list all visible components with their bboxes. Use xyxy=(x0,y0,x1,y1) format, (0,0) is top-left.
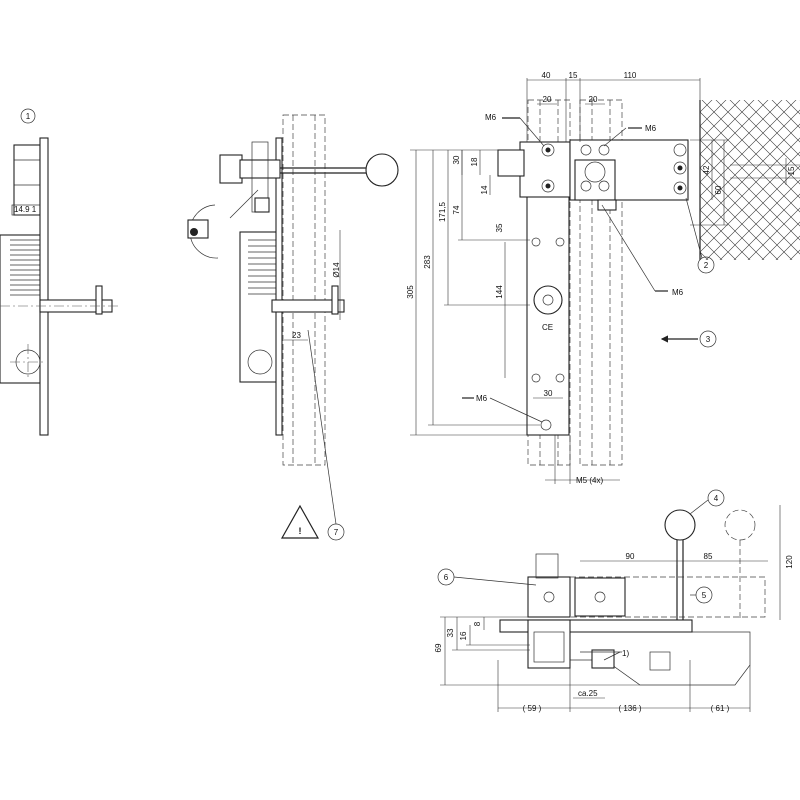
dim-90: 90 xyxy=(626,552,635,561)
dim-23: 23 xyxy=(292,331,301,340)
dim-30: 30 xyxy=(452,155,461,164)
dim-18: 18 xyxy=(470,157,479,166)
svg-text:CE: CE xyxy=(542,323,553,332)
dim-60: 60 xyxy=(714,185,723,194)
note-1: 1) xyxy=(622,649,629,658)
m6-label-b: M6 xyxy=(645,124,657,133)
callout-1-circle xyxy=(20,108,36,124)
dim-d14: Ø14 xyxy=(332,262,341,278)
dim-30b: 30 xyxy=(544,389,553,398)
view-4-top: 90 85 120 69 33 16 8 1) ca.25 ( 59 ) ( 1… xyxy=(434,489,794,713)
dim-16: 16 xyxy=(459,631,468,640)
view-2-side: Ø14 23 7 ! xyxy=(187,114,399,541)
dim-42: 42 xyxy=(702,165,711,174)
m6-label-c: M6 xyxy=(672,288,684,297)
m5-label: M5 (4x) xyxy=(576,476,603,485)
dim-74: 74 xyxy=(452,205,461,214)
m6-label-a: M6 xyxy=(485,113,497,122)
callout-5-circle xyxy=(695,586,713,604)
dim-136: ( 136 ) xyxy=(618,704,641,713)
dim-ca25: ca.25 xyxy=(578,689,598,698)
dim-15r: 15 xyxy=(787,166,796,175)
dim-305: 305 xyxy=(406,285,415,299)
dim-33: 33 xyxy=(446,628,455,637)
callout-4-label: 4 xyxy=(714,494,719,503)
warning-symbol: ! xyxy=(299,526,302,536)
dim-20b: 20 xyxy=(589,95,598,104)
dim-15: 15 xyxy=(569,71,578,80)
dim-110: 110 xyxy=(624,71,637,80)
dim-120: 120 xyxy=(785,555,794,569)
dim-40: 40 xyxy=(542,71,551,80)
dim-85: 85 xyxy=(704,552,713,561)
callout-6-circle xyxy=(437,568,455,586)
callout-2-circle xyxy=(697,256,715,274)
dim-144: 144 xyxy=(495,285,504,299)
callout-1-label: 1 xyxy=(26,112,31,121)
dim-14: 14 xyxy=(480,185,489,194)
dim-61: ( 61 ) xyxy=(711,704,730,713)
dim-171-5: 171,5 xyxy=(438,201,447,222)
callout-2-label: 2 xyxy=(704,261,709,270)
callout-3-label: 3 xyxy=(706,335,711,344)
callout-5-label: 5 xyxy=(702,591,707,600)
callout-7-label: 7 xyxy=(334,528,339,537)
view-3-front: CE 40 15 110 20 20 M6 M6 M6 M6 xyxy=(406,71,800,485)
dim-20a: 20 xyxy=(543,95,552,104)
dim-59: ( 59 ) xyxy=(523,704,542,713)
callout-7-circle xyxy=(327,523,345,541)
dim-35: 35 xyxy=(495,223,504,232)
callout-4-circle xyxy=(707,489,725,507)
plate-text: 14.9 1 xyxy=(14,205,37,214)
warning-triangle-icon xyxy=(280,504,320,539)
view-1-side: 1 14.9 1 xyxy=(0,108,118,436)
dim-283: 283 xyxy=(423,255,432,269)
dim-8: 8 xyxy=(473,621,482,626)
callout-3-circle xyxy=(699,330,717,348)
callout-6-label: 6 xyxy=(444,573,449,582)
dim-69: 69 xyxy=(434,643,443,652)
m6-label-d: M6 xyxy=(476,394,488,403)
